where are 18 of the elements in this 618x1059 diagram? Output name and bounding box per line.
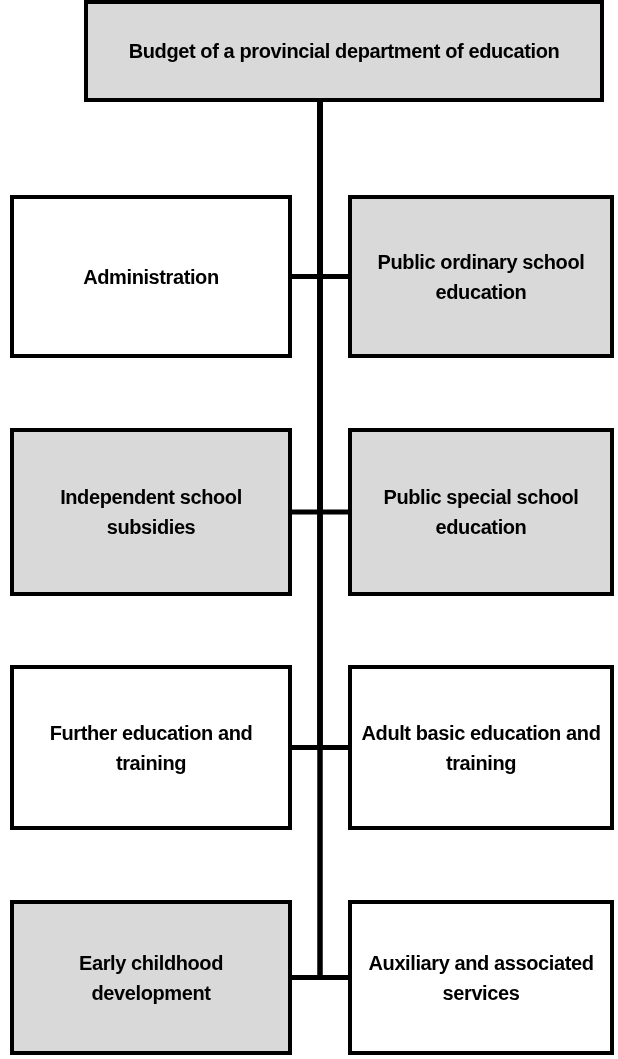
category-box (10, 900, 292, 1055)
box-label: Early childhood development (78, 950, 224, 1006)
box-label: Public special school education (382, 485, 580, 540)
category-box (348, 900, 614, 1055)
category-box (348, 428, 614, 596)
category-box (84, 0, 604, 102)
box-label: Further education and training (48, 720, 254, 776)
box-label: Adult basic education and training (360, 720, 602, 776)
box-label: Independent school subsidies (59, 485, 243, 540)
category-box (10, 428, 292, 596)
category-box (10, 665, 292, 830)
category-box (10, 195, 292, 358)
box-label: Budget of a provincial department of education (128, 39, 560, 64)
category-box (348, 665, 614, 830)
box-label: Administration (83, 264, 219, 290)
category-box (348, 195, 614, 358)
box-label: Public ordinary school education (376, 249, 586, 305)
box-label: Auxiliary and associated services (367, 950, 595, 1006)
